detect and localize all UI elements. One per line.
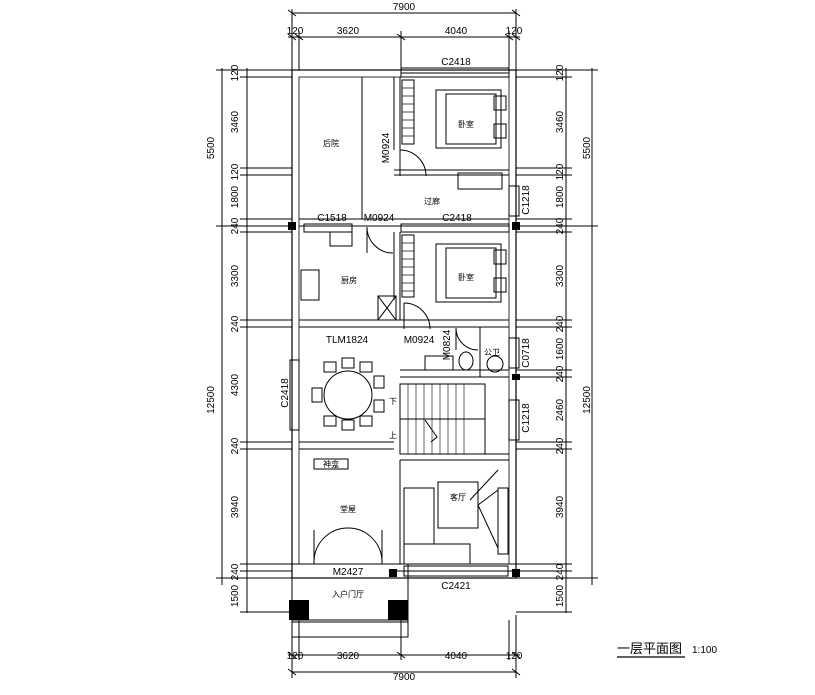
room-bedroom-middle: 卧室 [458,272,474,282]
label-c2418-top: C2418 [441,57,471,68]
label-tlm1824: TLM1824 [326,335,369,346]
dim-right-seg: 3940 [555,495,566,518]
dim-left-width-bottom: 3620 [337,651,360,662]
stair-down-label: 下 [389,397,397,406]
dim-left-seg: 1800 [230,185,241,208]
label-m0924-lower: M0924 [404,335,435,346]
dim-left-seg: 120 [230,64,241,81]
label-c1518: C1518 [317,213,347,224]
dim-left-seg: 3460 [230,110,241,133]
dim-right-seg: 240 [555,315,566,332]
plan-scale: 1:100 [692,645,717,656]
dim-wall-top-left: 120 [287,26,304,37]
dim-right-overall: 5500 [582,136,593,159]
dim-wall-bottom-right: 120 [506,651,523,662]
dim-right-seg: 240 [555,437,566,454]
label-m0924-kitchen: M0924 [364,213,395,224]
dim-wall-bottom-left: 120 [287,651,304,662]
label-m0924-bedroom: M0924 [381,132,392,163]
dim-right-seg: 1500 [555,584,566,607]
dim-wall-top-right: 120 [506,26,523,37]
dim-right-seg: 1800 [555,185,566,208]
plan-title: 一层平面图 [617,642,682,657]
label-c1218-lower: C1218 [521,403,532,433]
dim-left-seg: 240 [230,315,241,332]
room-main-hall: 堂屋 [340,504,356,514]
label-c2418-mid: C2418 [442,213,472,224]
dim-right-seg: 2460 [555,398,566,421]
label-c2418-left: C2418 [280,378,291,408]
dim-total-top: 7900 [393,2,416,13]
dim-right-seg: 240 [555,563,566,580]
room-corridor: 过廊 [424,196,440,206]
dim-left-overall: 12500 [206,386,217,414]
dim-right-seg: 120 [555,163,566,180]
room-living: 客厅 [450,492,466,502]
dim-left-seg: 240 [230,563,241,580]
dim-left-overall: 5500 [206,136,217,159]
dim-left-seg: 120 [230,163,241,180]
room-entrance-hall: 入户门厅 [332,589,364,599]
room-kitchen: 厨房 [341,275,357,285]
dim-left-seg: 240 [230,217,241,234]
dim-right-seg: 1600 [555,337,566,360]
dim-left-seg: 3940 [230,495,241,518]
dim-left-width-top: 3620 [337,26,360,37]
room-public-bath: 公卫 [484,348,500,357]
label-m0824: M0824 [442,329,453,360]
dim-right-seg: 240 [555,365,566,382]
dim-right-width-top: 4040 [445,26,468,37]
dim-right-seg: 3460 [555,110,566,133]
dim-right-seg: 120 [555,64,566,81]
dim-right-seg: 240 [555,217,566,234]
dim-right-width-bottom: 4040 [445,651,468,662]
dim-left-seg: 4300 [230,373,241,396]
dim-right-seg: 3300 [555,264,566,287]
dim-left-seg: 3300 [230,264,241,287]
dim-left-seg: 240 [230,437,241,454]
dim-right-overall: 12500 [582,386,593,414]
label-c0718: C0718 [521,338,532,368]
label-m2427: M2427 [333,567,364,578]
dim-total-bottom: 7900 [393,672,416,683]
room-shrine: 神龛 [323,459,339,469]
room-bedroom-north: 卧室 [458,119,474,129]
stair-up-label: 上 [389,431,397,440]
room-backyard: 后院 [323,138,339,148]
label-c2421: C2421 [441,581,471,592]
label-c1218-upper: C1218 [521,185,532,215]
dim-left-seg: 1500 [230,584,241,607]
